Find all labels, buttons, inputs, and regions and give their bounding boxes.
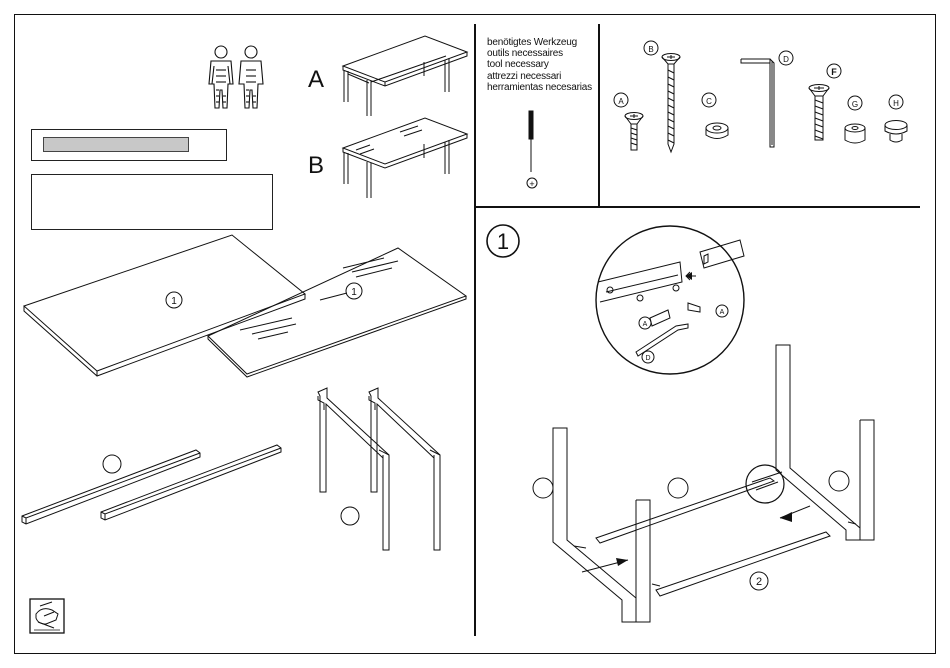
hw-c-tag: C <box>706 97 712 106</box>
detail-a-tag-right: A <box>720 309 725 316</box>
hw-a-tag: A <box>618 97 624 106</box>
top-panel-number: 1 <box>171 296 177 307</box>
glass-panel-number: 1 <box>351 287 357 298</box>
detail-d-tag: D <box>645 355 650 362</box>
screwdriver-tip-symbol: + <box>529 179 534 189</box>
hw-g-tag: G <box>852 100 858 109</box>
hw-d-tag: D <box>783 55 789 64</box>
hw-h-tag: H <box>893 99 899 108</box>
hw-f-tag: F <box>831 67 837 77</box>
step-one-number: 1 <box>497 229 509 254</box>
hw-b-tag: B <box>648 45 653 54</box>
step-two-number: 2 <box>756 576 762 588</box>
detail-a-tag-left: A <box>643 321 648 328</box>
